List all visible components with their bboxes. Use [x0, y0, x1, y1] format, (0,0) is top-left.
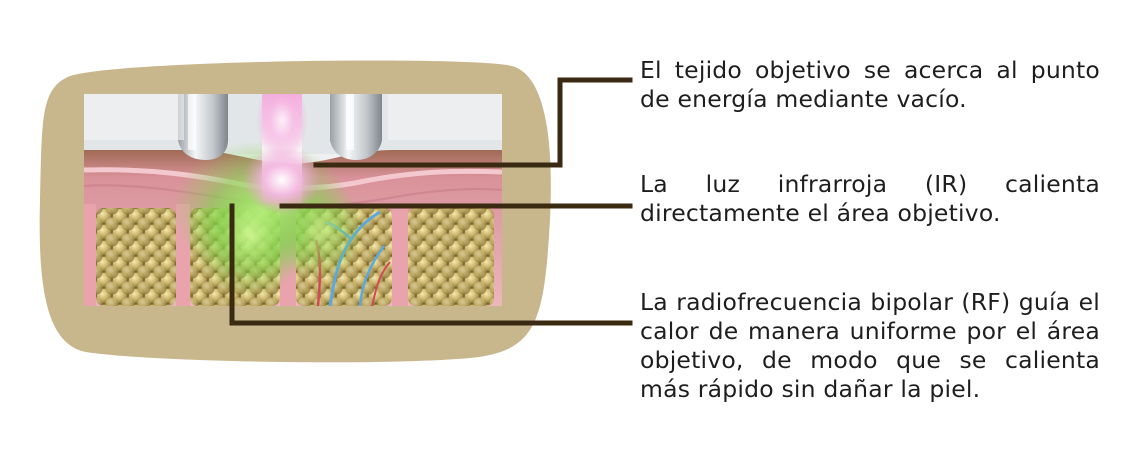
leader-lines: [229, 77, 633, 326]
leader-line-rf: [229, 203, 633, 326]
caption-radiofrequency: La radiofrecuencia bipolar (RF) guía el …: [640, 288, 1100, 403]
tissue-illustration: [84, 94, 502, 306]
caption-vacuum: El tejido objetivo se acerca al punto de…: [640, 56, 1100, 113]
leader-line-vacuum: [313, 77, 633, 168]
caption-infrared: La luz infrarroja (IR) calienta directam…: [640, 170, 1100, 227]
